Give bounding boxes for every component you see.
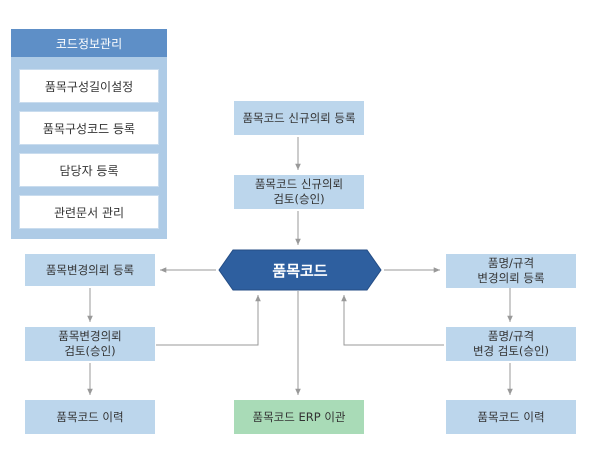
- spec-change-review-line2: 변경 검토(승인): [472, 344, 550, 358]
- spec-change-review-box: 품명/규격 변경 검토(승인): [446, 327, 576, 361]
- change-request-review-line2: 검토(승인): [64, 344, 116, 358]
- right-history-box: 품목코드 이력: [446, 400, 576, 434]
- panel-item-document-manage[interactable]: 관련문서 관리: [19, 195, 159, 229]
- panel-item-length-setting[interactable]: 품목구성길이설정: [19, 69, 159, 103]
- new-request-review-line1: 품목코드 신규의뢰: [254, 177, 344, 191]
- arrow-right-review-to-hub: [341, 295, 444, 346]
- change-request-register-label: 품목변경의뢰 등록: [45, 262, 135, 277]
- panel-title: 코드정보관리: [11, 29, 167, 57]
- new-request-review-line2: 검토(승인): [273, 192, 325, 206]
- spec-change-review-line1: 품명/규격: [487, 329, 535, 343]
- right-history-label: 품목코드 이력: [477, 409, 545, 424]
- new-request-review-box: 품목코드 신규의뢰 검토(승인): [234, 175, 364, 209]
- hub-shape: [218, 249, 382, 291]
- erp-transfer-box: 품목코드 ERP 이관: [234, 400, 364, 434]
- spec-change-register-line1: 품명/규격: [487, 256, 535, 270]
- left-history-label: 품목코드 이력: [56, 409, 124, 424]
- new-request-register-label: 품목코드 신규의뢰 등록: [242, 110, 356, 125]
- panel-item-code-register[interactable]: 품목구성코드 등록: [19, 111, 159, 145]
- hub-label: 품목코드: [272, 261, 328, 280]
- spec-change-register-line2: 변경의뢰 등록: [477, 271, 545, 285]
- spec-change-register-box: 품명/규격 변경의뢰 등록: [446, 254, 576, 288]
- change-request-register-box: 품목변경의뢰 등록: [25, 254, 155, 286]
- arrow-left-review-to-hub: [156, 295, 261, 346]
- panel-item-manager-register[interactable]: 담당자 등록: [19, 153, 159, 187]
- left-history-box: 품목코드 이력: [25, 400, 155, 434]
- change-request-review-box: 품목변경의뢰 검토(승인): [25, 327, 155, 361]
- erp-transfer-label: 품목코드 ERP 이관: [252, 409, 346, 424]
- new-request-register-box: 품목코드 신규의뢰 등록: [234, 101, 364, 135]
- change-request-review-line1: 품목변경의뢰: [58, 329, 122, 343]
